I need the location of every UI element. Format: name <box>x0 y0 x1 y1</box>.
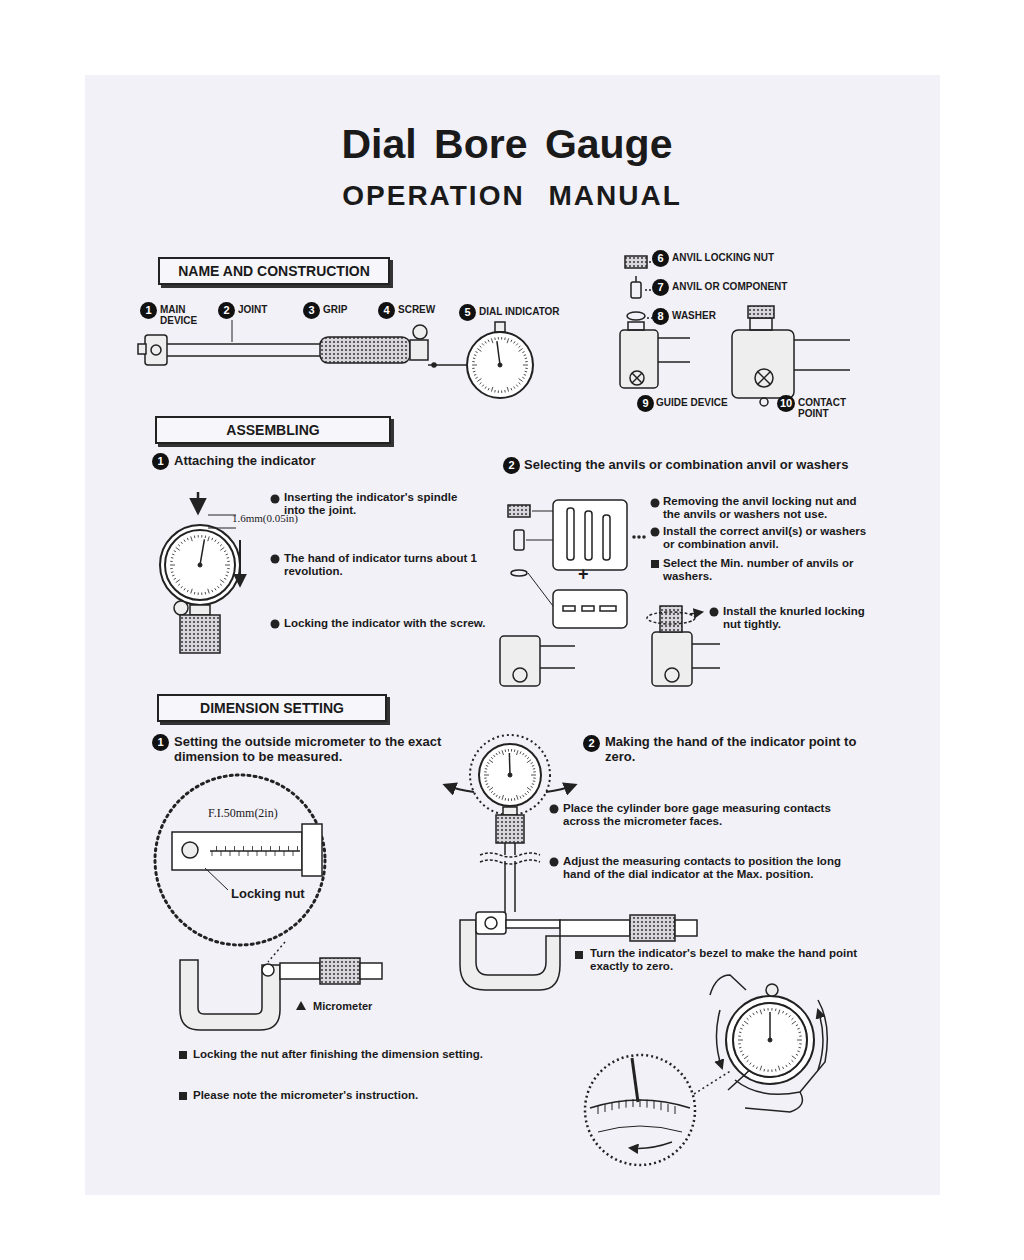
bullet <box>550 805 559 814</box>
section-header-box: NAME AND CONSTRUCTION <box>158 257 390 285</box>
callout-number: 1 <box>140 302 157 319</box>
bullet <box>575 951 583 959</box>
section-header-box: ASSEMBLING <box>155 416 391 444</box>
bullet <box>271 620 280 629</box>
callout-number: 1 <box>152 734 169 751</box>
annotation-text: SCREW <box>398 304 435 315</box>
page-title: Dial Bore Gauge <box>0 122 1014 168</box>
annotation-text: Install the knurled locking nut tightly. <box>723 605 873 631</box>
bullet <box>550 858 559 867</box>
annotation-text: Locking nut <box>231 887 305 902</box>
annotation-text: WASHER <box>672 310 716 321</box>
annotation-text: Selecting the anvils or combination anvi… <box>524 458 848 473</box>
annotation-text: Turn the indicator's bezel to make the h… <box>590 947 860 973</box>
callout-number: 7 <box>652 279 669 296</box>
annotation-text: 1.6mm(0.05in) <box>232 512 298 524</box>
section-heading: ASSEMBLING <box>226 422 319 438</box>
callout-number: 5 <box>459 304 476 321</box>
annotation-text: GRIP <box>323 304 347 315</box>
callout-number: 1 <box>152 453 169 470</box>
dial-face <box>733 1003 807 1077</box>
annotation-text: Setting the outside micrometer to the ex… <box>174 735 464 764</box>
annotation-text: Adjust the measuring contacts to positio… <box>563 855 863 881</box>
annotation-text: Locking the indicator with the screw. <box>284 617 499 630</box>
annotation-text: GUIDE DEVICE <box>656 397 728 408</box>
scale-ticks <box>598 1099 675 1114</box>
annotation-text: Making the hand of the indicator point t… <box>605 735 865 764</box>
bullet <box>271 555 280 564</box>
annotation-text: Locking the nut after finishing the dime… <box>193 1048 533 1061</box>
annotation-text: + <box>578 564 589 584</box>
bullet <box>296 1001 306 1010</box>
dial-face <box>479 744 541 806</box>
annotation-text: Place the cylinder bore gage measuring c… <box>563 802 863 828</box>
annotation-text: Install the correct anvil(s) or washers … <box>663 525 868 551</box>
annotation-text: MAIN DEVICE <box>160 304 210 326</box>
annotation-text: Removing the anvil locking nut and the a… <box>663 495 868 521</box>
bullet <box>651 528 660 537</box>
annotation-text: Attaching the indicator <box>174 454 316 469</box>
section-heading: NAME AND CONSTRUCTION <box>178 263 370 279</box>
annotation-text: ANVIL LOCKING NUT <box>672 252 774 263</box>
section-heading: DIMENSION SETTING <box>200 700 344 716</box>
callout-number: 8 <box>652 308 669 325</box>
annotation-text: JOINT <box>238 304 267 315</box>
annotation-text: F.I.50mm(2in) <box>208 807 278 820</box>
bullet <box>651 560 659 568</box>
bullet <box>710 608 719 617</box>
annotation-text: Micrometer <box>313 1000 372 1012</box>
bullet <box>651 499 660 508</box>
dial-face <box>467 332 533 398</box>
bullet <box>271 495 280 504</box>
callout-number: 4 <box>378 302 395 319</box>
annotation-text: Please note the micrometer's instruction… <box>193 1089 418 1102</box>
callout-number: 2 <box>583 735 600 752</box>
callout-number: 2 <box>218 302 235 319</box>
callout-number: 9 <box>637 395 654 412</box>
annotation-text: ANVIL OR COMPONENT <box>672 281 787 292</box>
annotation-text: DIAL INDICATOR <box>479 306 560 317</box>
bullet <box>179 1092 187 1100</box>
annotation-text: The hand of indicator turns about 1 revo… <box>284 552 484 578</box>
section-header-box: DIMENSION SETTING <box>157 694 387 722</box>
callout-number: 3 <box>303 302 320 319</box>
annotation-text: Inserting the indicator's spindle into t… <box>284 491 479 517</box>
dial-face <box>165 530 235 600</box>
callout-number: 2 <box>503 457 520 474</box>
paper-sheet <box>85 75 940 1195</box>
subtitle: OPERATION MANUAL <box>342 180 681 211</box>
annotation-text: CONTACT POINT <box>798 397 858 419</box>
bullet <box>179 1051 187 1059</box>
annotation-text: Select the Min. number of anvils or wash… <box>663 557 868 583</box>
callout-number: 6 <box>652 250 669 267</box>
